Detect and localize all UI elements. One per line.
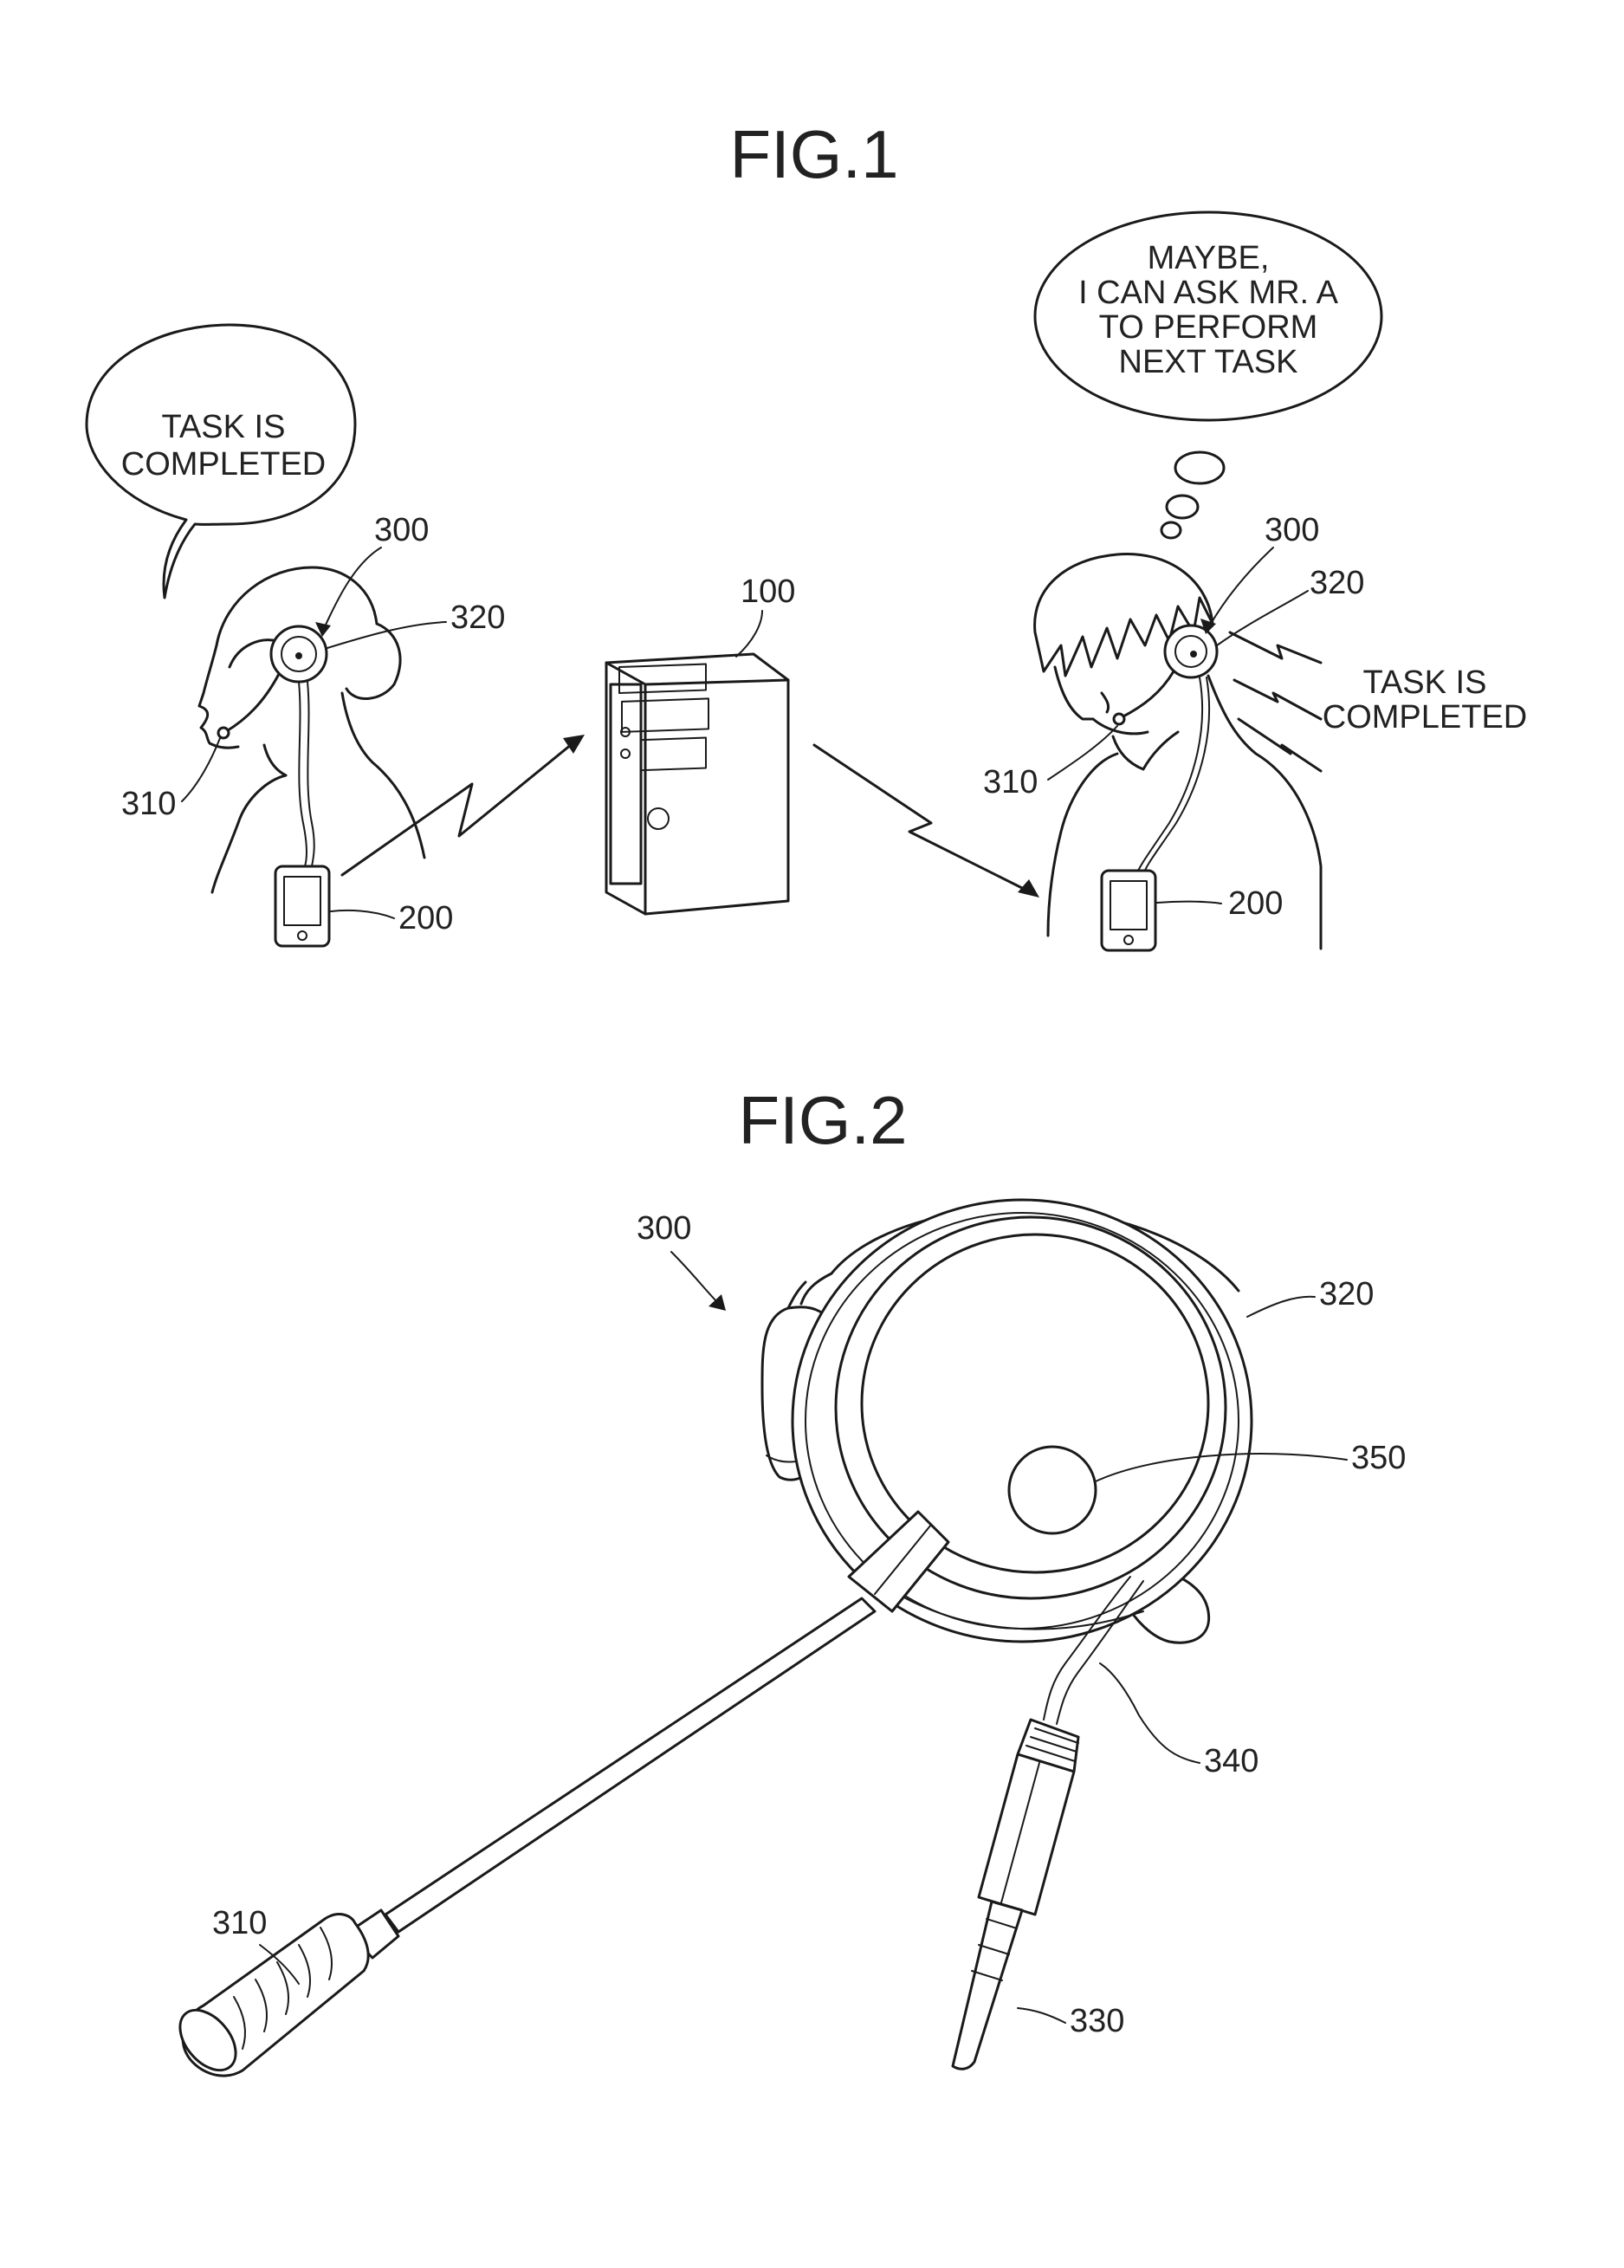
label-310-left: 310 (121, 786, 176, 822)
right-labels: 300 320 310 200 (983, 512, 1364, 922)
right-notification: TASK IS COMPLETED (1230, 632, 1527, 771)
fig2-title: FIG.2 (738, 1082, 907, 1158)
right-bubble-line-2: I CAN ASK MR. A (1078, 275, 1339, 311)
label-300-right: 300 (1265, 512, 1319, 548)
notification-line-2: COMPLETED (1323, 699, 1527, 735)
left-microphone-icon (218, 728, 229, 738)
figure-1: FIG.1 TASK IS COMPLETED (87, 116, 1527, 950)
fig2-label-340: 340 (1204, 1743, 1258, 1779)
label-100: 100 (741, 573, 795, 610)
left-transmission-arrow (342, 735, 585, 875)
fig2-label-310: 310 (212, 1905, 267, 1941)
label-200-left: 200 (398, 900, 453, 936)
right-earpiece-icon (1165, 625, 1217, 677)
right-thought-bubble: MAYBE, I CAN ASK MR. A TO PERFORM NEXT T… (1035, 212, 1381, 538)
notification-line-1: TASK IS (1363, 664, 1487, 701)
button-350 (1009, 1447, 1096, 1533)
server: 100 (606, 573, 795, 914)
left-speech-bubble: TASK IS COMPLETED (87, 325, 355, 598)
fig2-label-350: 350 (1351, 1440, 1406, 1476)
fig1-title: FIG.1 (729, 116, 898, 192)
fig2-label-330: 330 (1070, 2003, 1124, 2039)
label-200-right: 200 (1228, 885, 1283, 922)
label-310-right: 310 (983, 764, 1038, 800)
microphone-boom (169, 1512, 948, 2081)
left-bubble-line-1: TASK IS (162, 409, 286, 445)
left-bubble-line-2: COMPLETED (121, 446, 326, 483)
right-bubble-line-3: TO PERFORM (1099, 309, 1318, 346)
right-bubble-line-1: MAYBE, (1148, 240, 1270, 276)
cable-and-plug (953, 1577, 1143, 2069)
label-320-left: 320 (450, 599, 505, 636)
fig2-label-300: 300 (637, 1210, 691, 1247)
right-microphone-icon (1114, 714, 1124, 724)
figure-2: FIG.2 300 (169, 1082, 1406, 2081)
right-bubble-line-4: NEXT TASK (1119, 344, 1298, 380)
label-320-right: 320 (1310, 565, 1364, 601)
fig2-label-320: 320 (1319, 1276, 1374, 1312)
left-person (199, 567, 424, 946)
server-front-panel (611, 684, 641, 884)
label-300-left: 300 (374, 512, 429, 548)
